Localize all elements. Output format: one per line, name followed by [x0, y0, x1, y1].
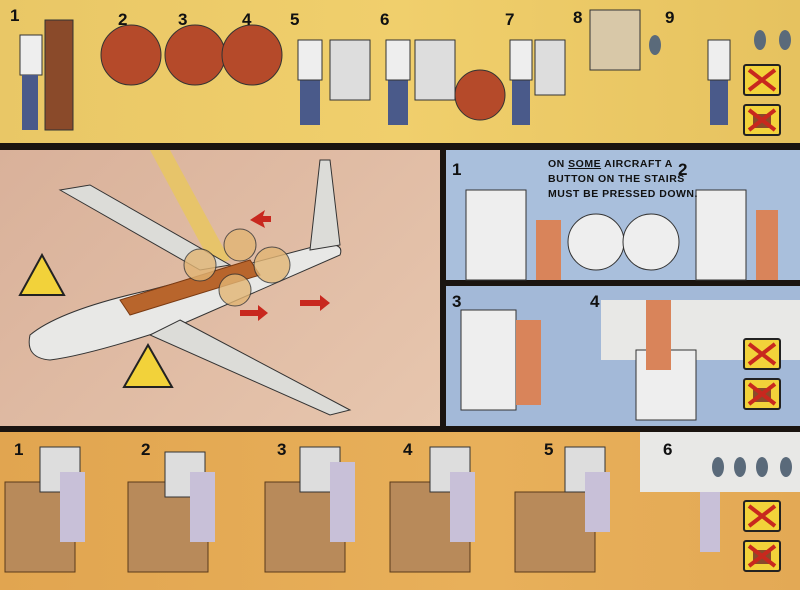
aircraft-exits-overview — [0, 150, 440, 426]
window-exit-illustrations — [4, 432, 800, 573]
prohibited-luggage-icon — [743, 500, 781, 532]
propeller-warning-icon — [18, 252, 174, 388]
stairs-button-note: ON SOME AIRCRAFT A BUTTON ON THE STAIRS … — [548, 158, 698, 200]
step-number: 4 — [590, 292, 600, 311]
stairs-illustrations — [460, 189, 800, 421]
prohibited-luggage-icon — [743, 540, 781, 572]
step-number: 6 — [380, 10, 390, 29]
step-number: 4 — [242, 10, 252, 29]
step-number: 1 — [14, 440, 24, 459]
step-number: 1 — [10, 6, 20, 25]
step-number: 2 — [678, 160, 688, 179]
prohibited-luggage-icon — [743, 64, 781, 96]
step-number: 8 — [573, 8, 583, 27]
step-number: 2 — [118, 10, 128, 29]
step-number: 7 — [505, 10, 515, 29]
step-number: 5 — [544, 440, 554, 459]
step-number: 2 — [141, 440, 151, 459]
step-number: 6 — [663, 440, 673, 459]
step-number: 1 — [452, 160, 462, 179]
prohibited-luggage-icon — [743, 378, 781, 410]
prohibited-luggage-icon — [743, 338, 781, 370]
step-number: 5 — [290, 10, 300, 29]
prohibited-luggage-icon — [743, 104, 781, 136]
step-number: 9 — [665, 8, 675, 27]
overwing-exit-illustrations — [19, 9, 791, 131]
step-number: 4 — [403, 440, 413, 459]
step-number: 3 — [277, 440, 287, 459]
aircraft-illustration — [18, 150, 352, 416]
step-number: 3 — [178, 10, 188, 29]
step-number: 3 — [452, 292, 462, 311]
